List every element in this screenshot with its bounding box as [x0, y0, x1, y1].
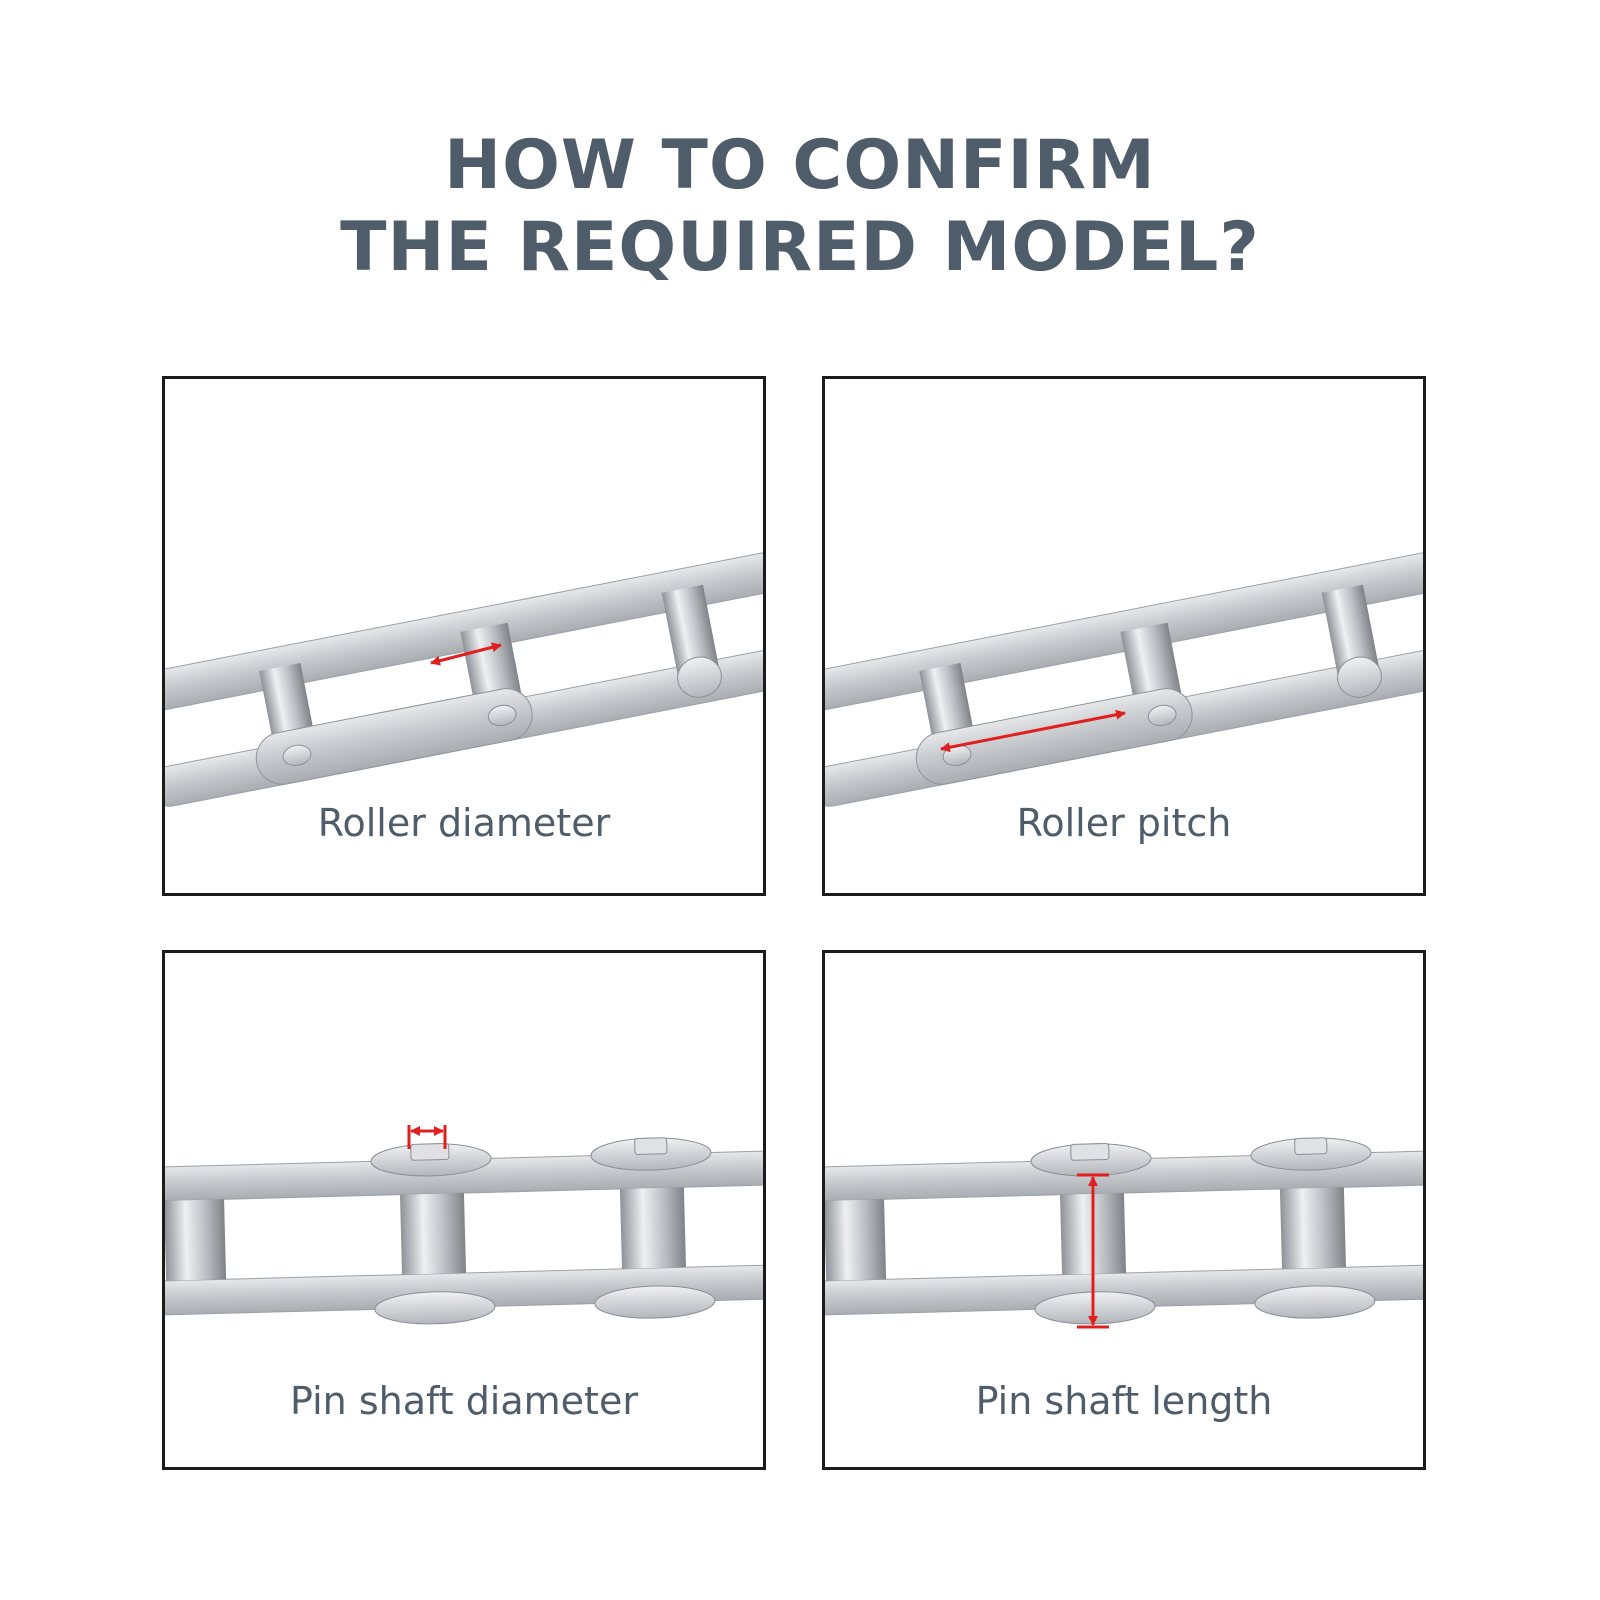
panel-roller-pitch: Roller pitch [822, 376, 1426, 896]
page-title-line-1: HOW TO CONFIRM [444, 126, 1156, 205]
chain-icon [165, 1125, 763, 1325]
measure-arrow-roller-diameter [430, 642, 502, 666]
panel-label: Pin shaft length [975, 1379, 1273, 1423]
page-title: HOW TO CONFIRM THE REQUIRED MODEL? [0, 125, 1600, 289]
chain-icon [165, 545, 763, 807]
panel-pin-shaft-length: Pin shaft length [822, 950, 1426, 1470]
panel-label: Roller pitch [1016, 801, 1232, 845]
chain-icon [825, 545, 1423, 807]
chain-icon [825, 1137, 1423, 1329]
measure-arrow-roller-pitch [940, 709, 1126, 753]
panel-label: Roller diameter [317, 801, 611, 845]
page-title-line-2: THE REQUIRED MODEL? [340, 208, 1260, 287]
panel-pin-shaft-diameter: Pin shaft diameter [162, 950, 766, 1470]
panel-label: Pin shaft diameter [290, 1379, 638, 1423]
panel-roller-diameter: Roller diameter [162, 376, 766, 896]
